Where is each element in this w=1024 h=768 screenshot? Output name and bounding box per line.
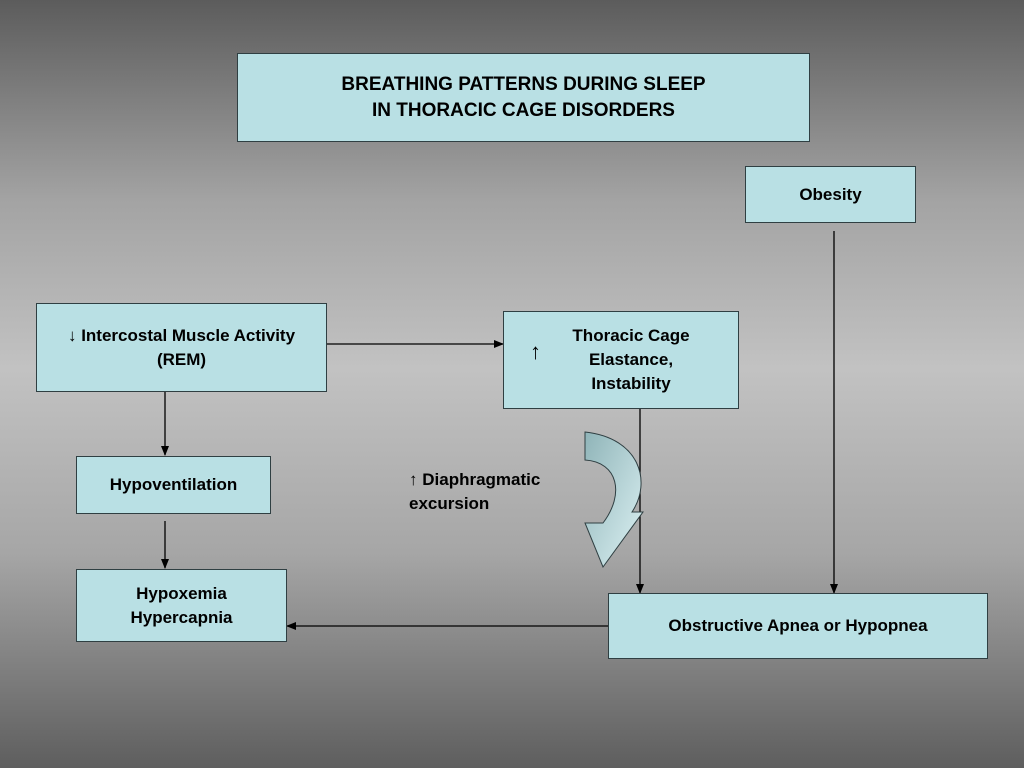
node-hypoventilation: Hypoventilation — [76, 456, 271, 514]
label-diaphragmatic-excursion: ↑ Diaphragmatic excursion — [409, 468, 540, 516]
node-intercostal-muscle-activity: ↓ Intercostal Muscle Activity (REM) — [36, 303, 327, 392]
title-line-1: BREATHING PATTERNS DURING SLEEP — [341, 73, 706, 95]
curved-block-arrow-icon — [584, 431, 644, 569]
node-thoracic-cage: ↑ Thoracic Cage Elastance, Instability — [503, 311, 739, 409]
node-hypoxemia-line-2: Hypercapnia — [130, 607, 233, 627]
node-obstructive-label: Obstructive Apnea or Hypopnea — [668, 616, 928, 635]
title-line-2: IN THORACIC CAGE DISORDERS — [372, 99, 675, 121]
node-obesity: Obesity — [745, 166, 916, 223]
node-intercostal-line-2: (REM) — [156, 349, 207, 369]
node-thoracic-line-1: Thoracic Cage — [572, 326, 690, 345]
node-hypoxemia-hypercapnia: Hypoxemia Hypercapnia — [76, 569, 287, 642]
diagram-title-box: BREATHING PATTERNS DURING SLEEP IN THORA… — [237, 53, 810, 142]
up-arrow-icon: ↑ — [409, 470, 418, 489]
node-hypoventilation-label: Hypoventilation — [109, 475, 238, 494]
node-thoracic-line-3: Instability — [591, 374, 671, 393]
node-hypoxemia-line-1: Hypoxemia — [136, 583, 227, 603]
label-diaphragmatic-line-1: Diaphragmatic — [422, 470, 541, 489]
node-obstructive-apnea: Obstructive Apnea or Hypopnea — [608, 593, 988, 659]
node-thoracic-line-2: Elastance, — [588, 350, 674, 369]
up-arrow-icon: ↑ — [530, 339, 541, 364]
node-intercostal-line-1: Intercostal Muscle Activity — [81, 325, 296, 345]
node-obesity-label: Obesity — [799, 184, 862, 204]
label-diaphragmatic-line-2: excursion — [409, 494, 490, 513]
down-arrow-icon: ↓ — [67, 325, 77, 345]
